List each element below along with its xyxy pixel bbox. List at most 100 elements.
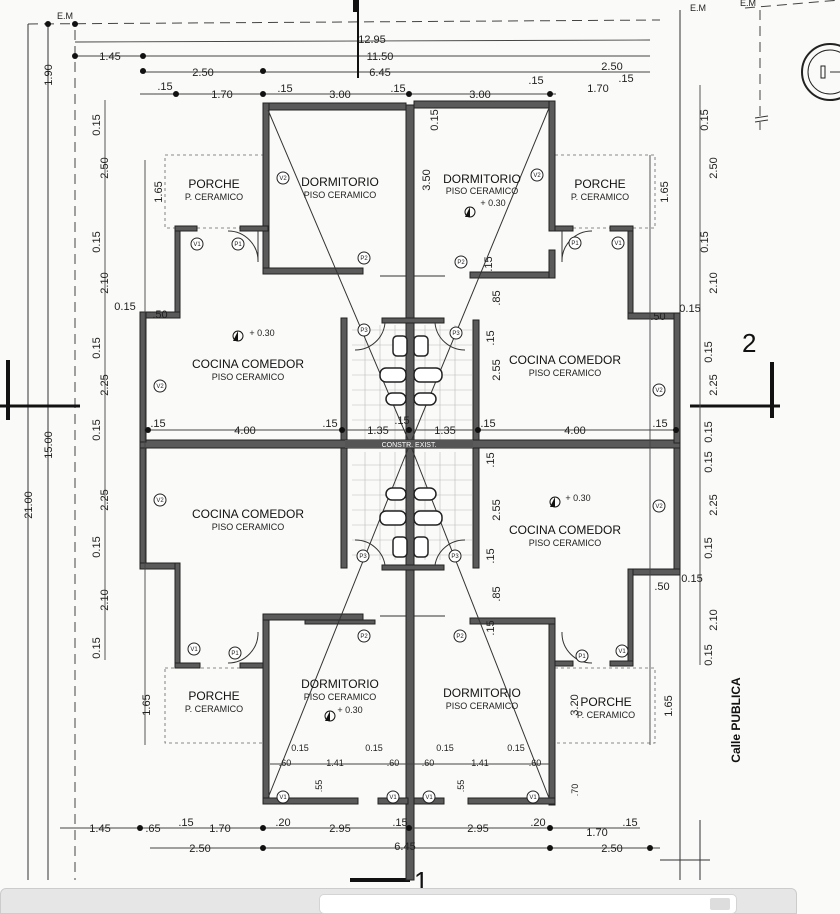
dim-label: 1.90 <box>43 64 55 85</box>
left-dimensions: 1.90 0.15 2.50 1.65 0.15 2.10 0.15 .50 0… <box>23 64 168 715</box>
dim-label: .15 <box>322 418 337 430</box>
room-cocina-comedor: COCINA COMEDOR <box>509 353 621 367</box>
dim-label: 1.65 <box>659 181 671 202</box>
em-label: E.M <box>740 0 756 8</box>
level-mark: + 0.30 <box>249 328 274 338</box>
em-label: E.M <box>690 3 706 13</box>
dim-label: 0.15 <box>91 637 103 658</box>
dim-label: 2.10 <box>99 589 111 610</box>
door-tag: P2 <box>457 260 465 266</box>
floor-finish: PISO CERAMICO <box>304 692 377 702</box>
dim-label: 1.65 <box>663 695 675 716</box>
window-tag: V2 <box>279 176 287 182</box>
dim-label: .70 <box>570 784 580 797</box>
dim-label: .60 <box>529 758 542 768</box>
room-porche: PORCHE <box>580 695 631 709</box>
level-mark: + 0.30 <box>480 198 505 208</box>
door-tag: P3 <box>452 331 460 337</box>
dim-label: 0.15 <box>703 537 715 558</box>
door-tag: P2 <box>360 256 368 262</box>
dim-label: 2.95 <box>467 823 488 835</box>
dim-label: .60 <box>387 758 400 768</box>
dim-label: 2.50 <box>99 157 111 178</box>
bathroom-fixtures <box>379 335 443 558</box>
dim-label: 2.50 <box>601 843 622 855</box>
floor-finish: PISO CERAMICO <box>212 522 285 532</box>
dimension-lines <box>60 85 701 849</box>
dim-label: .15 <box>150 418 165 430</box>
dim-label: 1.70 <box>211 89 232 101</box>
floor-finish: PISO CERAMICO <box>529 368 602 378</box>
dim-label: .85 <box>491 586 503 601</box>
dim-label: 1.70 <box>586 827 607 839</box>
dim-label: .15 <box>480 418 495 430</box>
dim-label: 0.15 <box>703 421 715 442</box>
floor-finish: PISO CERAMICO <box>212 372 285 382</box>
floor-finish: P. CERAMICO <box>185 192 243 202</box>
bottom-dimensions: 1.45 .65 .15 1.70 .20 2.95 .15 2.95 .20 … <box>89 817 637 855</box>
window-tag: V1 <box>193 242 201 248</box>
dim-label: .65 <box>145 823 160 835</box>
dim-label: 0.15 <box>681 573 702 585</box>
browser-bottom-bar <box>0 888 797 914</box>
door-tag: P3 <box>360 328 368 334</box>
door-tag: P1 <box>231 651 239 657</box>
dim-label: 2.55 <box>491 359 503 380</box>
dim-label: 1.65 <box>141 694 153 715</box>
dim-label: 1.35 <box>367 425 388 437</box>
dim-label: 6.45 <box>394 841 415 853</box>
dim-label: .15 <box>485 548 497 563</box>
dim-label: .55 <box>314 780 324 793</box>
dim-label: 0.15 <box>703 341 715 362</box>
dim-label: 0.15 <box>507 743 525 753</box>
room-porche: PORCHE <box>574 177 625 191</box>
dim-label: .15 <box>485 452 497 467</box>
window-tag: V2 <box>156 384 164 390</box>
door-tag: P2 <box>360 634 368 640</box>
dim-label: 1.45 <box>99 51 120 63</box>
dim-label: 1.70 <box>587 83 608 95</box>
door-tag: P1 <box>234 242 242 248</box>
floor-finish: P. CERAMICO <box>185 704 243 714</box>
room-cocina-comedor: COCINA COMEDOR <box>509 523 621 537</box>
dim-label: 1.70 <box>209 823 230 835</box>
floor-finish: PISO CERAMICO <box>304 190 377 200</box>
dim-label: 15.00 <box>43 431 55 459</box>
dim-label: .50 <box>152 309 167 321</box>
dim-label: 0.15 <box>291 743 309 753</box>
dim-label: 0.15 <box>114 301 135 313</box>
dim-label: 0.15 <box>703 644 715 665</box>
dim-label: 21.00 <box>23 491 35 519</box>
dim-label: 3.00 <box>469 89 490 101</box>
door-tag: P1 <box>571 241 579 247</box>
dim-label: 1.41 <box>471 758 489 768</box>
dim-label: 2.25 <box>99 489 111 510</box>
em-label: E.M <box>57 11 73 21</box>
dim-label: .85 <box>491 290 503 305</box>
dim-label: 11.50 <box>367 51 394 63</box>
dim-label: .15 <box>618 73 633 85</box>
dim-label: .15 <box>390 83 405 95</box>
existing-construction-label: CONSTR. EXIST. <box>382 442 437 449</box>
room-dormitorio: DORMITORIO <box>301 677 379 691</box>
dim-label: 2.10 <box>708 272 720 293</box>
room-cocina-comedor: COCINA COMEDOR <box>192 507 304 521</box>
dim-label: .50 <box>650 311 665 323</box>
dim-label: 2.50 <box>708 157 720 178</box>
dim-label: 0.15 <box>91 536 103 557</box>
room-dormitorio: DORMITORIO <box>301 175 379 189</box>
field-button[interactable] <box>710 898 730 910</box>
door-tag: P1 <box>578 654 586 660</box>
dim-label: 12.95 <box>358 34 386 46</box>
dim-label: .20 <box>530 817 545 829</box>
dim-label: 4.00 <box>234 425 255 437</box>
dim-label: 0.15 <box>365 743 383 753</box>
address-field[interactable] <box>319 894 737 914</box>
dim-label: .15 <box>157 81 172 93</box>
room-dormitorio: DORMITORIO <box>443 686 521 700</box>
level-mark: + 0.30 <box>337 705 362 715</box>
floor-finish: P. CERAMICO <box>577 710 635 720</box>
dim-label: 3.20 <box>569 694 581 715</box>
dim-label: 2.25 <box>99 374 111 395</box>
